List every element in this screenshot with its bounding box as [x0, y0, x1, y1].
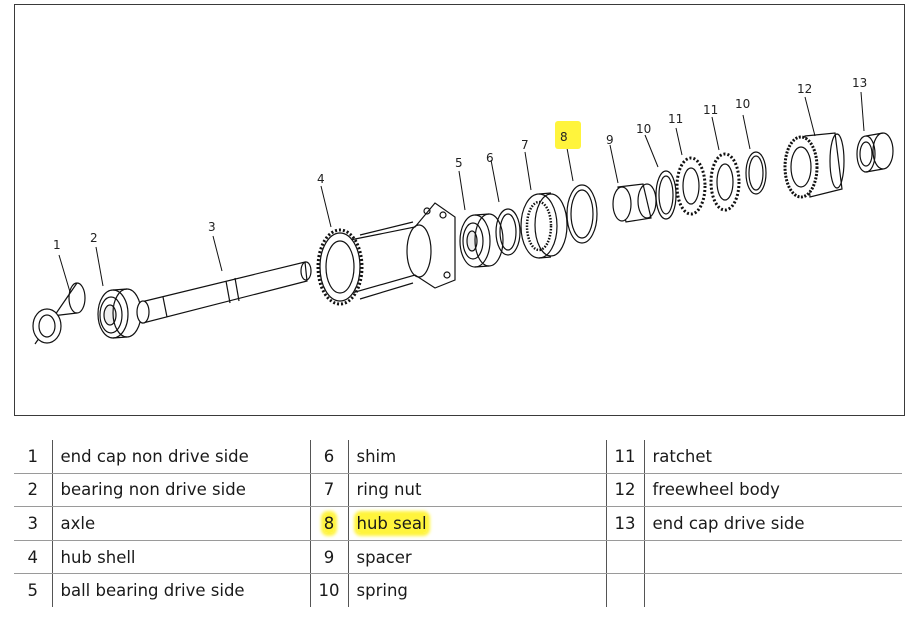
- end-cap-non-drive-side-part: [32, 282, 86, 345]
- part-number: 4: [14, 540, 53, 575]
- part-number: 10: [310, 573, 349, 607]
- part-name: ring nut: [348, 473, 607, 508]
- exploded-diagram-frame: 1 2 3 4 5 6 7 8 9 10 11 11 10 12 13: [14, 4, 905, 416]
- part-name: ratchet: [644, 440, 902, 474]
- part-number-empty: [606, 573, 645, 607]
- table-row: 4 hub shell 9 spacer: [14, 540, 902, 575]
- callout-4: 4: [317, 172, 325, 186]
- part-number: 6: [310, 440, 349, 474]
- ratchet-part-a: [675, 156, 707, 216]
- part-number: 13: [606, 506, 645, 541]
- callout-9: 9: [606, 133, 614, 147]
- callout-10a: 10: [636, 122, 651, 136]
- part-name: ball bearing drive side: [52, 573, 311, 607]
- part-name-highlighted: hub seal: [348, 506, 607, 541]
- part-name-empty: [644, 540, 902, 575]
- table-row: 1 end cap non drive side 6 shim 11 ratch…: [14, 440, 902, 474]
- table-row: 5 ball bearing drive side 10 spring: [14, 573, 902, 607]
- callout-3: 3: [208, 220, 216, 234]
- part-number-highlighted: 8: [310, 506, 349, 541]
- callout-11b: 11: [703, 103, 718, 117]
- part-number: 2: [14, 473, 53, 508]
- bearing-non-drive-side-part: [97, 288, 142, 339]
- callout-6: 6: [486, 151, 494, 165]
- leader-lines: [58, 91, 865, 293]
- part-name: end cap non drive side: [52, 440, 311, 474]
- freewheel-body-part: [783, 132, 845, 199]
- callout-11a: 11: [668, 112, 683, 126]
- part-number: 5: [14, 573, 53, 607]
- part-number: 7: [310, 473, 349, 508]
- exploded-hub-diagram: 1 2 3 4 5 6 7 8 9 10 11 11 10 12 13: [32, 76, 894, 345]
- spacer-part: [612, 183, 657, 223]
- callout-labels: 1 2 3 4 5 6 7 8 9 10 11 11 10 12 13: [53, 76, 867, 252]
- part-number: 1: [14, 440, 53, 474]
- table-row: 2 bearing non drive side 7 ring nut 12 f…: [14, 473, 902, 508]
- part-name-empty: [644, 574, 902, 607]
- part-number: 12: [606, 473, 645, 508]
- part-name: end cap drive side: [644, 506, 902, 541]
- part-number: 11: [606, 440, 645, 474]
- part-name: spacer: [348, 540, 607, 575]
- part-number: 3: [14, 506, 53, 541]
- part-name: bearing non drive side: [52, 473, 311, 508]
- callout-1: 1: [53, 238, 61, 252]
- hub-seal-part: [566, 184, 598, 244]
- callout-8-highlight: [555, 121, 581, 149]
- part-name: hub shell: [52, 540, 311, 575]
- callout-10b: 10: [735, 97, 750, 111]
- callout-12: 12: [797, 82, 812, 96]
- ball-bearing-drive-side-part: [459, 213, 504, 268]
- spring-part-b: [745, 151, 767, 195]
- callout-2: 2: [90, 231, 98, 245]
- ring-nut-part: [520, 192, 568, 259]
- hub-shell-part: [316, 202, 456, 306]
- table-row: 3 axle 8 hub seal 13 end cap drive side: [14, 506, 902, 541]
- part-number: 9: [310, 540, 349, 575]
- callout-5: 5: [455, 156, 463, 170]
- axle-part: [136, 261, 312, 324]
- callout-13: 13: [852, 76, 867, 90]
- shim-part: [495, 208, 521, 256]
- ratchet-part-b: [709, 152, 741, 212]
- highlighted-part-number: 8: [323, 513, 335, 533]
- part-name: spring: [348, 573, 607, 607]
- end-cap-drive-side-part: [856, 132, 894, 173]
- spring-part-a: [655, 170, 677, 220]
- callout-7: 7: [521, 138, 529, 152]
- highlighted-part-name: hub seal: [356, 513, 427, 533]
- part-name: shim: [348, 440, 607, 474]
- part-name: axle: [52, 506, 311, 541]
- part-number-empty: [606, 540, 645, 575]
- part-name: freewheel body: [644, 473, 902, 508]
- callout-8: 8: [560, 130, 568, 144]
- parts-legend-table: 1 end cap non drive side 6 shim 11 ratch…: [14, 440, 902, 607]
